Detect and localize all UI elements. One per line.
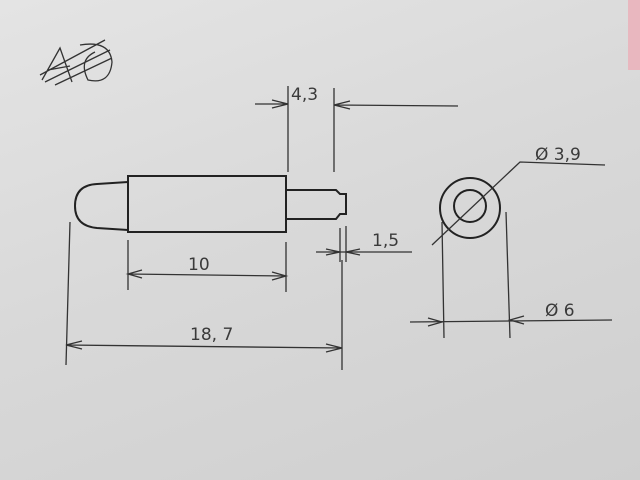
pin-side-view <box>73 175 347 233</box>
dimension-body-length: 10 <box>125 240 289 292</box>
dimension-total-length: 18, 7 <box>65 221 343 370</box>
dimension-label-total: 18, 7 <box>190 325 233 345</box>
dimension-label-outer-diameter: Ø 6 <box>545 301 575 321</box>
scribble-mark <box>39 39 113 86</box>
dimension-label-chamfer: 1,5 <box>372 231 399 251</box>
dimension-step-length: 4,3 <box>255 85 459 172</box>
dimension-label-body: 10 <box>188 255 210 275</box>
dimension-label-inner-diameter: Ø 3,9 <box>535 145 581 165</box>
paper-edge <box>628 0 640 70</box>
pin-end-view: Ø 3,9 Ø 6 <box>409 145 613 339</box>
dimension-label-step: 4,3 <box>291 85 318 105</box>
dimension-chamfer: 1,5 <box>316 226 412 262</box>
